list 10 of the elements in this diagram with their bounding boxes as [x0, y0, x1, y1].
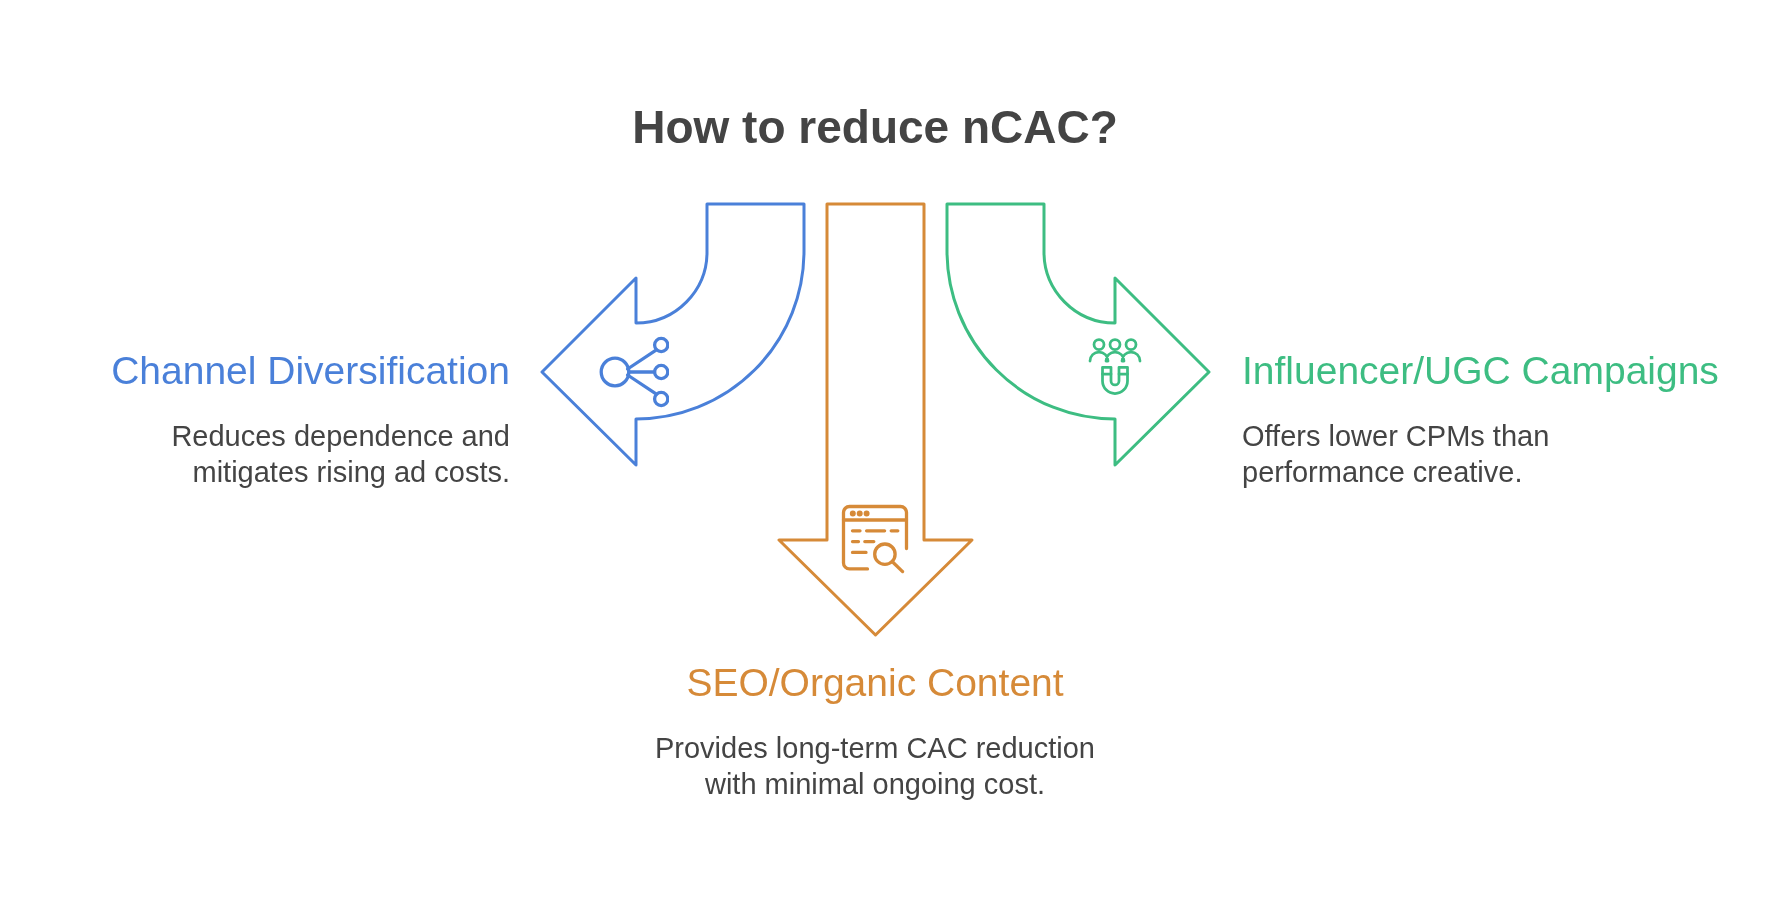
diagram-title: How to reduce nCAC?	[632, 100, 1118, 155]
curved-block-arrow	[945, 202, 1211, 467]
option-heading: Channel Diversification	[111, 348, 510, 394]
option-heading: SEO/Organic Content	[686, 660, 1064, 706]
down-block-arrow	[777, 202, 974, 637]
option-description: Offers lower CPMs than performance creative.	[1242, 419, 1551, 490]
option-heading: Influencer/UGC Campaigns	[1242, 348, 1719, 394]
curved-block-arrow	[540, 202, 806, 467]
option-description: Provides long-term CAC reduction with minimal ongoing cost.	[654, 731, 1096, 802]
option-description: Reduces dependence and mitigates rising ad costs.	[170, 419, 510, 490]
